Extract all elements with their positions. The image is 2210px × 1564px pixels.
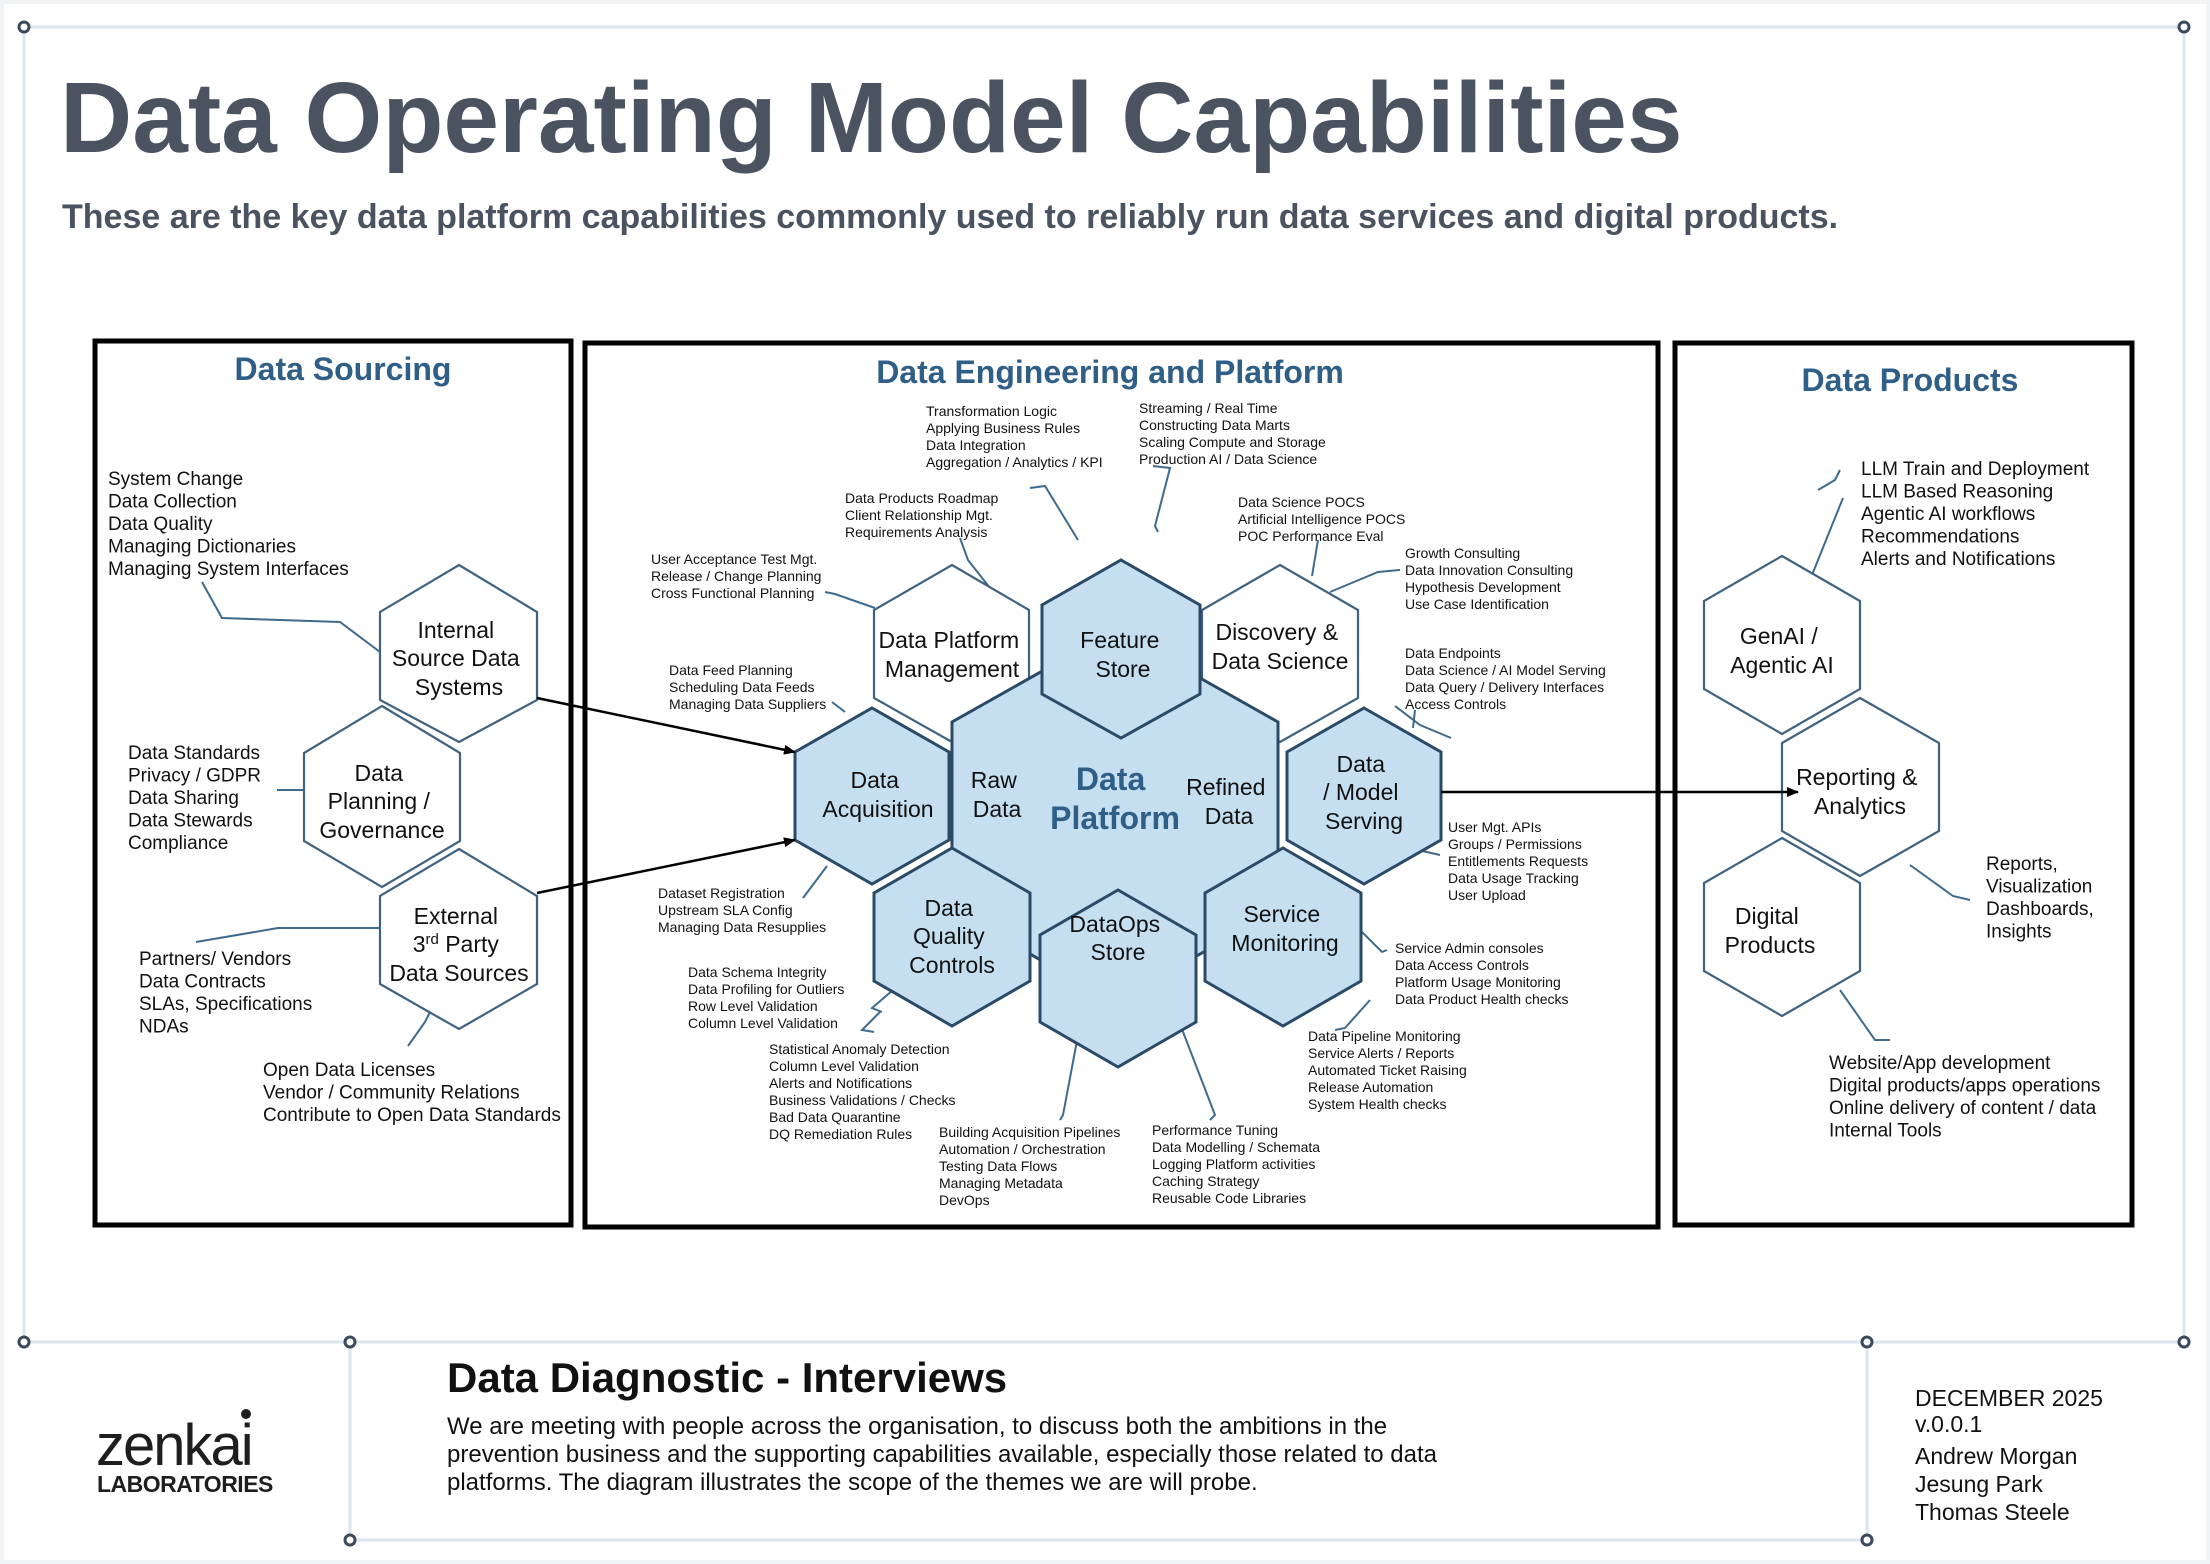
panel-title-products: Data Products bbox=[1802, 362, 2019, 398]
hex-data-serving bbox=[1285, 706, 1443, 886]
label-data-serving: Data / Model Serving bbox=[1323, 751, 1405, 834]
label-feature-store: Feature Store bbox=[1080, 627, 1166, 682]
label-service-monitoring: Service Monitoring bbox=[1231, 901, 1338, 956]
label-data-acquisition: Data Acquisition bbox=[822, 767, 933, 822]
hex-feature-store bbox=[1040, 558, 1202, 740]
hex-internal-source bbox=[378, 563, 539, 744]
panel-title-engineering: Data Engineering and Platform bbox=[876, 354, 1344, 390]
logo-subtitle: LABORATORIES bbox=[97, 1471, 273, 1497]
footer-meta: DECEMBER 2025 v.0.0.1 Andrew Morgan Jesu… bbox=[1915, 1385, 2109, 1525]
hex-data-quality bbox=[872, 846, 1032, 1028]
hex-reporting bbox=[1780, 696, 1941, 878]
label-external-source: External 3rd Party Data Sources bbox=[389, 903, 528, 986]
label-dataops: DataOps Store bbox=[1069, 911, 1166, 965]
frame-pins bbox=[17, 20, 2191, 1547]
footer-heading: Data Diagnostic - Interviews bbox=[447, 1354, 1007, 1401]
hex-service-monitoring bbox=[1203, 846, 1363, 1028]
arrow-external-to-acquisition bbox=[536, 837, 796, 895]
arrow-internal-to-acquisition bbox=[536, 696, 796, 755]
footer-frame bbox=[348, 1340, 1869, 1542]
hex-data-planning bbox=[302, 704, 462, 889]
label-data-planning: Data Planning / Governance bbox=[319, 760, 444, 843]
page-subtitle: These are the key data platform capabili… bbox=[62, 198, 1838, 236]
hex-external-source bbox=[378, 847, 539, 1031]
label-discovery: Discovery & Data Science bbox=[1212, 619, 1349, 674]
callout-leaders bbox=[195, 465, 1971, 1121]
panel-title-sourcing: Data Sourcing bbox=[235, 351, 452, 387]
hex-discovery bbox=[1200, 563, 1360, 744]
label-data-quality: Data Quality Controls bbox=[909, 895, 995, 978]
label-digital-products: Digital Products bbox=[1725, 903, 1816, 958]
label-internal-source: Internal Source Data Systems bbox=[392, 617, 526, 700]
hex-dataops bbox=[1038, 888, 1198, 1069]
footer-body: We are meeting with people across the or… bbox=[447, 1413, 1444, 1496]
note-uat: User Acceptance Test Mgt.Release / Chang… bbox=[651, 551, 821, 601]
label-refined-data: Refined Data bbox=[1186, 774, 1272, 829]
page-title: Data Operating Model Capabilities bbox=[60, 62, 1683, 174]
logo-dot bbox=[241, 1409, 251, 1419]
label-data-platform: Data Platform bbox=[1050, 761, 1180, 836]
label-platform-management: Data Platform Management bbox=[879, 627, 1026, 682]
logo-wordmark: zenkai bbox=[96, 1413, 252, 1478]
label-genai: GenAI / Agentic AI bbox=[1730, 623, 1834, 678]
label-reporting: Reporting & Analytics bbox=[1796, 764, 1924, 819]
label-raw-data: Raw Data bbox=[971, 767, 1023, 822]
hex-genai bbox=[1702, 554, 1862, 736]
hex-digital-products bbox=[1702, 836, 1862, 1018]
